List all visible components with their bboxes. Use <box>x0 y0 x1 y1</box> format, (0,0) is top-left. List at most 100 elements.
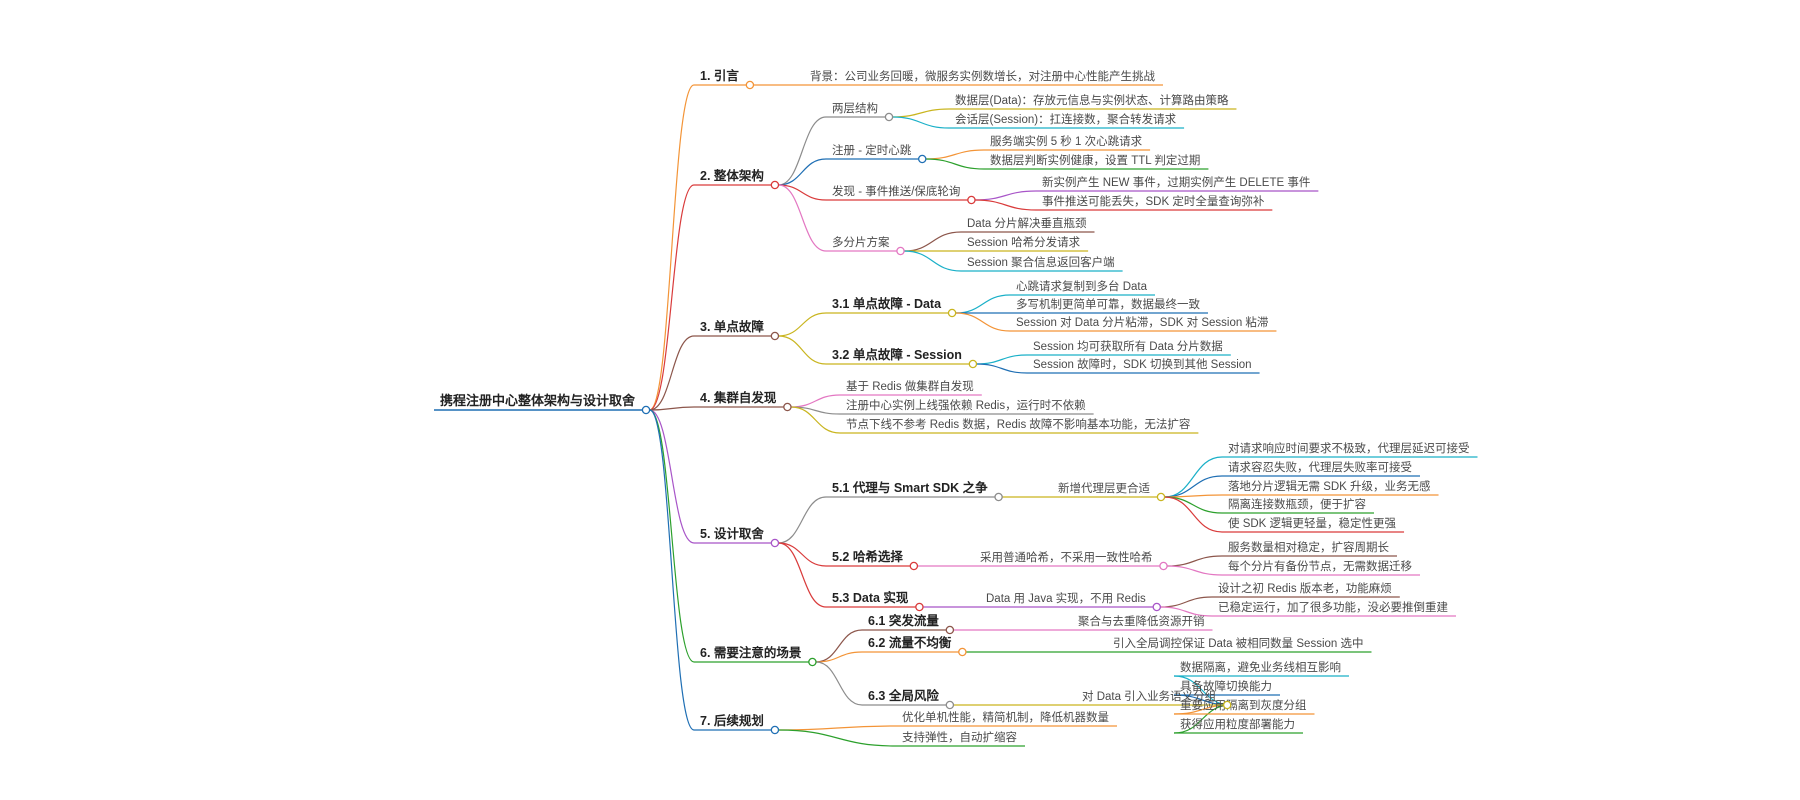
collapse-toggle[interactable] <box>917 154 927 164</box>
topic-node-label: 具备故障切换能力 <box>1180 679 1272 693</box>
topic-node-label: 数据隔离，避免业务线相互影响 <box>1180 660 1341 674</box>
topic-node-label: 6. 需要注意的场景 <box>700 645 802 660</box>
collapse-toggle[interactable] <box>945 625 955 635</box>
branch-link <box>778 116 827 186</box>
collapse-toggle[interactable] <box>994 492 1003 502</box>
branch-link <box>925 158 985 170</box>
topic-node-label: Data 用 Java 实现，不用 Redis <box>986 591 1146 605</box>
topic-node-label: 6.2 流量不均衡 <box>868 635 952 650</box>
collapse-toggle[interactable] <box>958 647 967 657</box>
collapse-toggle[interactable] <box>1152 602 1162 612</box>
collapse-toggle[interactable] <box>884 112 894 122</box>
topic-node-label: 每个分片有备份节点，无需数据迁移 <box>1228 559 1412 573</box>
branch-link <box>904 231 962 252</box>
topic-node-label: 落地分片逻辑无需 SDK 升级，业务无感 <box>1228 479 1431 493</box>
topic-node-label: 采用普通哈希，不采用一致性哈希 <box>980 550 1153 564</box>
collapse-toggle[interactable] <box>783 402 792 412</box>
collapse-toggle[interactable] <box>945 700 955 710</box>
branch-link <box>1167 565 1223 576</box>
topic-node-label: 4. 集群自发现 <box>700 390 777 405</box>
collapse-toggle[interactable] <box>967 195 976 205</box>
topic-node-label: 新实例产生 NEW 事件，过期实例产生 DELETE 事件 <box>1042 175 1310 189</box>
branch-link <box>1167 555 1223 567</box>
branch-link <box>649 409 695 663</box>
collapse-toggle[interactable] <box>896 246 905 256</box>
topic-node-label: 事件推送可能丢失，SDK 定时全量查询弥补 <box>1042 194 1265 208</box>
topic-node-label: 对 Data 引入业务语义分组 <box>1082 689 1217 703</box>
topic-node-label: 2. 整体架构 <box>700 168 764 183</box>
branch-link <box>955 294 1011 314</box>
topic-node-label: Session 均可获取所有 Data 分片数据 <box>1033 339 1223 353</box>
topic-node-label: 引入全局调控保证 Data 被相同数量 Session 选中 <box>1113 636 1363 650</box>
collapse-toggle[interactable] <box>770 180 780 190</box>
branch-link <box>904 250 962 272</box>
branch-link <box>975 190 1037 201</box>
topic-node-label: 隔离连接数瓶颈，便于扩容 <box>1228 497 1366 511</box>
branch-link <box>649 406 695 411</box>
root-topic-label: 携程注册中心整体架构与设计取舍 <box>440 393 636 408</box>
collapse-toggle[interactable] <box>909 561 919 571</box>
topic-node-label: 服务数量相对稳定，扩容周期长 <box>1228 540 1389 554</box>
topic-node-label: Data 分片解决垂直瓶颈 <box>967 216 1087 230</box>
branch-link <box>778 496 827 544</box>
topic-node-label: 3.1 单点故障 - Data <box>832 296 942 311</box>
collapse-toggle[interactable] <box>770 331 780 341</box>
branch-link <box>1160 606 1213 617</box>
collapse-toggle[interactable] <box>947 308 957 318</box>
collapse-toggle[interactable] <box>915 602 924 612</box>
topic-node-label: 5.3 Data 实现 <box>832 590 909 605</box>
topic-node-label: 两层结构 <box>832 101 878 115</box>
collapse-toggle[interactable] <box>641 405 651 415</box>
branch-link <box>925 149 985 160</box>
collapse-toggle[interactable] <box>745 80 755 90</box>
collapse-toggle[interactable] <box>808 657 817 667</box>
topic-node-label: 节点下线不参考 Redis 数据，Redis 故障不影响基本功能，无法扩容 <box>846 417 1191 431</box>
topic-node-label: Session 对 Data 分片粘滞，SDK 对 Session 粘滞 <box>1016 315 1268 329</box>
topic-node-label: 多分片方案 <box>832 235 890 249</box>
topic-node-label: 6.3 全局风险 <box>868 688 939 703</box>
connector-layer <box>641 80 1232 735</box>
collapse-toggle[interactable] <box>770 538 780 548</box>
topic-node-label: 已稳定运行，加了很多功能，没必要推倒重建 <box>1218 600 1448 614</box>
link-layer <box>649 84 1231 747</box>
topic-node-label: 3.2 单点故障 - Session <box>832 347 962 362</box>
branch-link <box>649 335 695 411</box>
branch-link <box>778 542 827 567</box>
collapse-toggle[interactable] <box>1159 561 1168 571</box>
topic-node-label: 聚合与去重降低资源开销 <box>1078 614 1205 628</box>
branch-link <box>815 661 863 706</box>
branch-link <box>649 84 695 411</box>
topic-node-label: 对请求响应时间要求不极致，代理层延迟可接受 <box>1228 441 1470 455</box>
collapse-toggle[interactable] <box>968 359 978 369</box>
branch-link <box>791 406 841 434</box>
branch-link <box>975 199 1037 211</box>
branch-link <box>1164 475 1223 498</box>
branch-link <box>649 409 695 544</box>
topic-node-label: Session 故障时，SDK 切换到其他 Session <box>1033 357 1252 371</box>
branch-link <box>778 158 827 186</box>
collapse-toggle[interactable] <box>1156 492 1166 502</box>
topic-node-label: Session 聚合信息返回客户端 <box>967 255 1115 269</box>
branch-link <box>955 312 1011 332</box>
branch-link <box>791 394 841 408</box>
collapse-toggle[interactable] <box>1222 700 1232 710</box>
branch-link <box>816 651 863 663</box>
topic-node-label: 新增代理层更合适 <box>1058 481 1150 495</box>
branch-link <box>649 409 695 731</box>
topic-node-label: 会话层(Session)：扛连接数，聚合转发请求 <box>955 112 1177 126</box>
topic-node-label: Session 哈希分发请求 <box>967 235 1081 249</box>
topic-node-label: 设计之初 Redis 版本老，功能麻烦 <box>1218 581 1392 595</box>
topic-node-label: 支持弹性，自动扩缩容 <box>902 730 1017 744</box>
topic-node-label: 获得应用粒度部署能力 <box>1180 717 1295 731</box>
topic-node-label: 数据层(Data)：存放元信息与实例状态、计算路由策略 <box>955 93 1229 107</box>
topic-node-label: 心跳请求复制到多台 Data <box>1016 279 1148 293</box>
topic-node-label: 多写机制更简单可靠，数据最终一致 <box>1016 297 1200 311</box>
topic-node-label: 5.1 代理与 Smart SDK 之争 <box>832 480 988 495</box>
topic-node-label: 3. 单点故障 <box>700 319 764 334</box>
topic-node-label: 注册中心实例上线强依赖 Redis，运行时不依赖 <box>846 398 1086 412</box>
topic-node-label: 服务端实例 5 秒 1 次心跳请求 <box>990 134 1143 148</box>
collapse-toggle[interactable] <box>770 725 780 735</box>
